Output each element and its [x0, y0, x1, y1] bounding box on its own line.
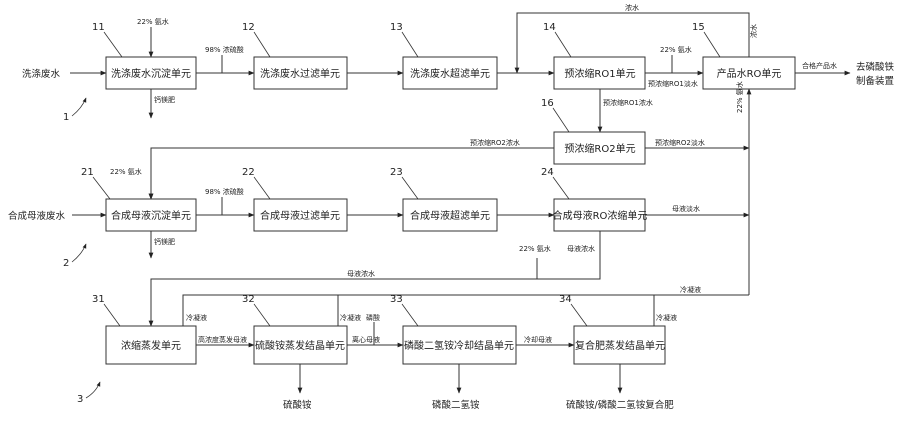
unit-23-number: 23 — [390, 167, 403, 178]
unit-15-number: 15 — [692, 22, 705, 33]
leader-34 — [570, 303, 588, 327]
unit-31-label: 浓缩蒸发单元 — [121, 339, 181, 352]
label-ammonia-21: 22% 氨水 — [110, 167, 142, 176]
unit-24-number: 24 — [541, 167, 554, 178]
unit-34-label: 复合肥蒸发结晶单元 — [575, 339, 665, 352]
input-mother-liquor: 合成母液废水 — [8, 210, 66, 222]
system-2-arrow — [71, 243, 87, 263]
label-ammonia-15: 22% 氨水 — [735, 81, 744, 113]
unit-34-number: 34 — [559, 294, 572, 305]
label-ammonia-14: 22% 氨水 — [660, 45, 692, 54]
label-condensate-main: 冷凝液 — [680, 285, 701, 294]
unit-13-label: 洗涤废水超滤单元 — [410, 67, 490, 80]
output-compound-fertilizer: 硫酸铵/磷酸二氢铵复合肥 — [566, 399, 674, 411]
unit-16-number: 16 — [541, 98, 554, 109]
label-condensate-32: 冷凝液 — [340, 313, 361, 322]
leader-16 — [552, 107, 570, 133]
unit-12-label: 洗涤废水过滤单元 — [260, 67, 340, 80]
unit-16-label: 预浓缩RO2单元 — [564, 142, 635, 155]
unit-22-number: 22 — [242, 167, 255, 178]
label-condensate-34: 冷凝液 — [656, 313, 677, 322]
leader-23 — [401, 176, 419, 200]
label-slag-11: 钙镁肥 — [154, 95, 175, 104]
label-acid-22: 98% 浓硫酸 — [205, 187, 244, 196]
output-dest-line1: 去磷酸铁 — [856, 61, 895, 73]
leader-11 — [103, 31, 123, 58]
label-cooling-mother: 冷却母液 — [524, 335, 552, 344]
system-3-number: 3 — [77, 394, 83, 405]
output-dest-line2: 制备装置 — [856, 75, 894, 87]
unit-14-label: 预浓缩RO1单元 — [564, 67, 635, 80]
unit-24-label: 合成母液RO浓缩单元 — [553, 209, 648, 222]
label-mother-permeate: 母液淡水 — [672, 204, 700, 213]
label-ammonia-11: 22% 氨水 — [137, 17, 169, 26]
unit-32-number: 32 — [242, 294, 255, 305]
label-phosphoric-acid: 磷酸 — [366, 313, 380, 322]
unit-11-number: 11 — [92, 22, 105, 33]
label-product-water: 合格产品水 — [802, 61, 837, 70]
leader-21 — [92, 176, 111, 200]
leader-33 — [401, 303, 419, 327]
label-slag-21: 钙镁肥 — [154, 237, 175, 246]
label-centrifuge-mother: 离心母液 — [352, 335, 380, 344]
label-mother-concentrate-a: 母液浓水 — [567, 244, 595, 253]
label-ro1-permeate: 预浓缩RO1淡水 — [648, 79, 698, 88]
leader-24 — [552, 176, 570, 200]
leader-31 — [103, 303, 121, 327]
label-ammonia-24: 22% 氨水 — [519, 244, 551, 253]
output-map: 磷酸二氢铵 — [432, 399, 480, 411]
flow-24-31 — [148, 231, 601, 327]
flow-15-recycle — [514, 12, 750, 74]
unit-12-number: 12 — [242, 22, 255, 33]
label-concentrate-water: 浓水 — [625, 3, 639, 12]
input-wash-water: 洗涤废水 — [22, 68, 61, 80]
label-ro1-concentrate: 预浓缩RO1浓水 — [603, 98, 653, 107]
leader-22 — [253, 176, 271, 200]
unit-23-label: 合成母液超滤单元 — [410, 209, 490, 222]
leader-14 — [554, 31, 572, 58]
leader-32 — [253, 303, 271, 327]
label-condensate-31: 冷凝液 — [186, 313, 207, 322]
label-acid-12: 98% 浓硫酸 — [205, 45, 244, 54]
label-concentrate-15: 浓水 — [749, 24, 758, 38]
unit-11-label: 洗涤废水沉淀单元 — [111, 67, 191, 80]
unit-14-number: 14 — [543, 22, 556, 33]
unit-32-label: 硫酸铵蒸发结晶单元 — [255, 339, 345, 352]
label-ro2-permeate: 预浓缩RO2淡水 — [655, 138, 705, 147]
flow-condensate-main — [182, 294, 749, 326]
leader-12 — [253, 31, 271, 58]
leader-15 — [703, 31, 721, 58]
unit-21-label: 合成母液沉淀单元 — [111, 209, 191, 222]
unit-15-label: 产品水RO单元 — [717, 67, 782, 80]
unit-21-number: 21 — [81, 167, 94, 178]
unit-33-number: 33 — [390, 294, 403, 305]
label-mother-concentrate-b: 母液浓水 — [347, 269, 375, 278]
system-2-number: 2 — [63, 258, 69, 269]
output-ammonium-sulfate: 硫酸铵 — [283, 399, 312, 411]
unit-33-label: 磷酸二氢铵冷却结晶单元 — [404, 339, 514, 352]
system-1-arrow — [71, 97, 87, 117]
system-3-arrow — [85, 381, 101, 399]
leader-13 — [401, 31, 419, 58]
label-high-conc-mother: 高浓度蒸发母液 — [198, 335, 247, 344]
unit-31-number: 31 — [92, 294, 105, 305]
unit-22-label: 合成母液过滤单元 — [260, 209, 340, 222]
label-ro2-concentrate: 预浓缩RO2浓水 — [470, 138, 520, 147]
system-1-number: 1 — [63, 112, 69, 123]
unit-13-number: 13 — [390, 22, 403, 33]
